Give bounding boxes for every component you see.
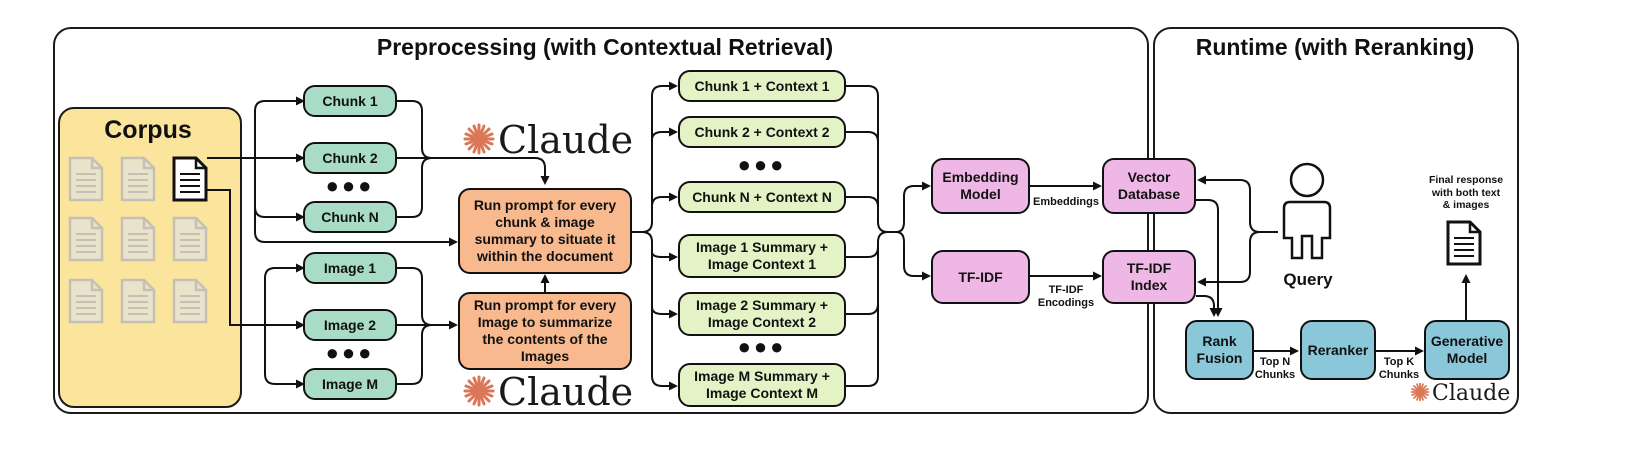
top-n-chunks-label: Top N Chunks: [1254, 356, 1296, 382]
claude-wordmark: Claude: [498, 370, 634, 414]
query-label: Query: [1283, 270, 1333, 289]
claude-starburst-icon: [463, 123, 495, 155]
top-k-chunks-label: Top K Chunks: [1378, 356, 1420, 382]
runtime-title: Runtime (with Reranking): [1195, 34, 1475, 60]
contextual-chunk-node: Chunk 1 + Context 1: [678, 70, 846, 102]
claude-wordmark: Claude: [1432, 381, 1511, 406]
claude-wordmark: Claude: [498, 118, 634, 162]
contextual-chunk-node: Chunk N + Context N: [678, 181, 846, 213]
ellipsis: ●●●: [325, 173, 375, 198]
chunk-node: Chunk N: [303, 201, 397, 233]
preprocessing-title: Preprocessing (with Contextual Retrieval…: [376, 34, 834, 60]
person-icon: [1282, 162, 1332, 260]
embedding-model-node: Embedding Model: [931, 158, 1030, 214]
tfidf-index-node: TF-IDF Index: [1102, 250, 1196, 304]
vector-database-node: Vector Database: [1102, 158, 1196, 214]
image-node: Image 2: [303, 309, 397, 341]
contextual-image-node: Image 1 Summary + Image Context 1: [678, 234, 846, 278]
final-response-label: Final response with both text & images: [1428, 174, 1504, 212]
reranker-node: Reranker: [1300, 320, 1376, 380]
claude-logo: Claude: [1432, 381, 1510, 406]
tfidf-encodings-label: TF-IDF Encodings: [1037, 284, 1095, 310]
chunk-node: Chunk 2: [303, 142, 397, 174]
claude-logo: Claude: [498, 118, 633, 162]
rank-fusion-node: Rank Fusion: [1185, 320, 1254, 380]
generative-model-node: Generative Model: [1424, 320, 1510, 380]
chunk-node: Chunk 1: [303, 85, 397, 117]
claude-logo: Claude: [498, 370, 633, 414]
context-prompt-node: Run prompt for every chunk & image summa…: [458, 188, 632, 274]
corpus-label: Corpus: [104, 116, 192, 144]
image-node: Image M: [303, 368, 397, 400]
contextual-chunk-node: Chunk 2 + Context 2: [678, 116, 846, 148]
final-response-document-icon: [1446, 220, 1482, 266]
contextual-image-node: Image 2 Summary + Image Context 2: [678, 292, 846, 336]
contextual-image-node: Image M Summary + Image Context M: [678, 363, 846, 407]
tfidf-node: TF-IDF: [931, 250, 1030, 304]
ellipsis: ●●●: [737, 152, 787, 177]
ellipsis: ●●●: [737, 334, 787, 359]
summarize-prompt-node: Run prompt for every Image to summarize …: [458, 292, 632, 370]
embeddings-label: Embeddings: [1032, 196, 1099, 208]
image-node: Image 1: [303, 252, 397, 284]
ellipsis: ●●●: [325, 340, 375, 365]
document-icon: [68, 156, 208, 324]
